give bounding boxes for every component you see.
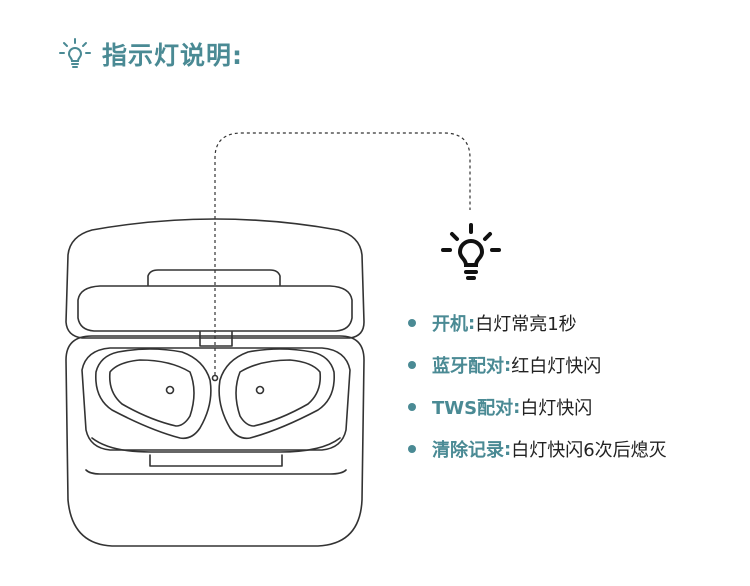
bullet-dot [408,319,416,327]
item-key: 清除记录 [432,440,504,461]
list-item: 清除记录 : 白灯快闪6次后熄灭 [408,428,667,470]
indicator-led [211,374,219,382]
item-key: 蓝牙配对 [432,356,504,377]
item-separator: : [468,312,476,334]
page-title: 指示灯说明: [102,41,243,70]
item-value: 白灯快闪6次后熄灭 [511,440,667,461]
list-item: 蓝牙配对 : 红白灯快闪 [408,344,667,386]
list-item: TWS配对 : 白灯快闪 [408,386,667,428]
item-key: TWS配对 [432,398,514,419]
item-value: 白灯常亮1秒 [475,314,577,335]
item-separator: : [513,396,521,418]
left-earbud [95,348,212,440]
list-item: 开机 : 白灯常亮1秒 [408,302,667,344]
item-separator: : [504,354,512,376]
case-lid-rim [77,285,353,332]
bullet-dot [408,403,416,411]
lightbulb-icon [59,38,91,68]
bullet-dot [408,445,416,453]
case-cavity [81,347,351,451]
case-base [65,335,365,547]
hinge-tab [199,331,233,347]
item-key: 开机 [432,314,468,335]
bullet-dot [408,361,416,369]
indicator-list: 开机 : 白灯常亮1秒 蓝牙配对 : 红白灯快闪 TWS配对 : 白灯快闪 清除… [408,302,667,470]
case-lid [65,218,365,339]
section-header: 指示灯说明: [58,36,243,72]
item-value: 红白灯快闪 [511,356,602,377]
item-value: 白灯快闪 [520,398,593,419]
hinge-notch [147,269,281,286]
item-separator: : [504,438,512,460]
indicator-lightbulb-icon [441,223,501,280]
right-earbud [218,348,335,440]
